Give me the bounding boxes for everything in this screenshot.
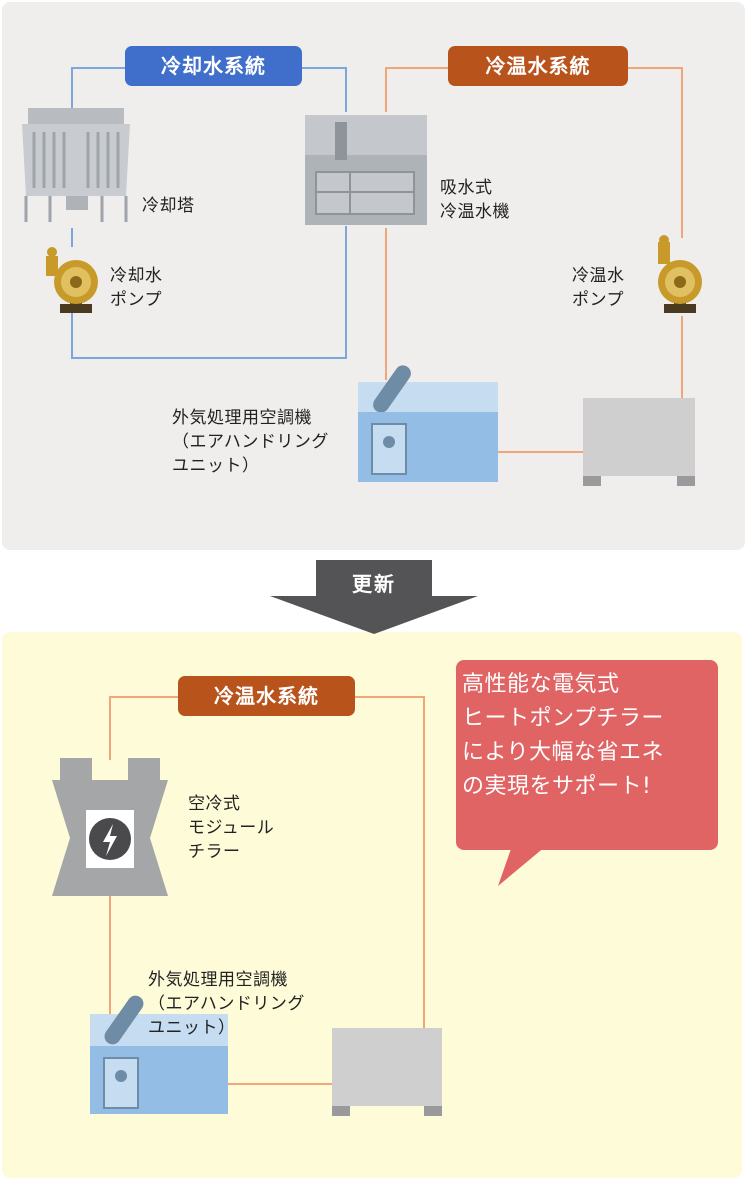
ahu-label: 外気処理用空調機 （エアハンドリング ユニット） [172, 408, 329, 476]
cooling-water-system-label: 冷却水系統 [125, 46, 302, 86]
ahu-label: 外気処理用空調機 （エアハンドリング ユニット） [148, 970, 305, 1038]
cooling-water-pipe [71, 67, 347, 359]
chilled-hot-water-system-label: 冷温水系統 [448, 46, 628, 86]
absorption-chiller-icon [305, 115, 427, 225]
air-handling-unit-icon [90, 995, 228, 1114]
absorption-chiller-label: 吸水式 冷温水機 [440, 178, 510, 222]
pump-icon [46, 247, 98, 313]
air-handling-unit-icon [358, 365, 498, 482]
cooling-tower-label: 冷却塔 [142, 196, 195, 216]
modular-chiller-label: 空冷式 モジュール チラー [188, 794, 275, 862]
chilled-pump-label: 冷温水 ポンプ [572, 266, 625, 310]
indoor-unit-icon [583, 398, 695, 486]
chilled-hot-water-pipe [109, 696, 425, 1085]
callout-text: 高性能な電気式 ヒートポンプチラー により大幅な省エネ の実現をサポート! [462, 672, 665, 799]
cooling-tower-icon [22, 108, 130, 222]
callout-bubble [456, 660, 718, 886]
chilled-hot-water-pipe [385, 67, 683, 453]
update-label: 更新 [352, 572, 396, 596]
chilled-hot-water-system-label: 冷温水系統 [178, 676, 355, 716]
pump-icon [658, 235, 702, 313]
modular-chiller-icon [52, 758, 168, 896]
cooling-pump-label: 冷却水 ポンプ [110, 266, 163, 310]
down-arrow-icon [270, 560, 478, 634]
indoor-unit-icon [332, 1028, 442, 1116]
